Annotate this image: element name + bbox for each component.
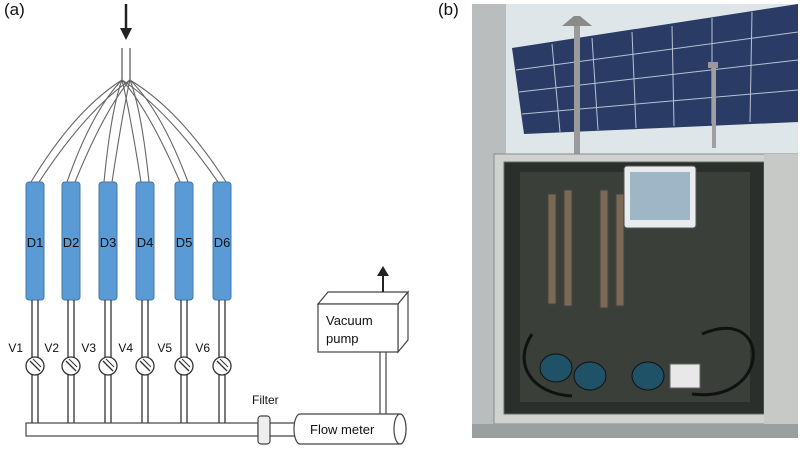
sampler-cabinet: [493, 153, 798, 425]
inlet-arrow-icon: [120, 4, 132, 40]
bottom-manifold-pipe: [25, 422, 259, 437]
flow-meter: [293, 413, 407, 445]
inlet-stack: [562, 16, 718, 156]
pump-riser-tube: [379, 350, 387, 414]
sampler-cabinet-photo: [472, 4, 798, 438]
inlet-tube: [121, 48, 131, 80]
valve-label-3: V3: [81, 341, 96, 355]
valve-3: V3: [81, 300, 118, 423]
solar-panel-array: [512, 4, 798, 134]
flow-meter-label: Flow meter: [310, 422, 375, 437]
valve-2: V2: [44, 300, 81, 423]
valve-label-6: V6: [195, 341, 210, 355]
denuder-6: D6: [212, 181, 232, 301]
denuder-label-4: D4: [137, 235, 154, 250]
valve-label-1: V1: [8, 341, 23, 355]
denuder-group: D1 D2 D3 D4 D5 D6: [25, 181, 232, 301]
valve-label-5: V5: [157, 341, 172, 355]
vacuum-pump-label-2: pump: [326, 331, 359, 346]
denuder-label-6: D6: [214, 235, 231, 250]
denuder-2: D2: [61, 181, 81, 301]
denuder-label-2: D2: [63, 235, 80, 250]
panel-label-b: (b): [438, 0, 459, 19]
denuder-4: D4: [135, 181, 155, 301]
denuder-label-3: D3: [100, 235, 117, 250]
denuder-label-5: D5: [176, 235, 193, 250]
vacuum-pump-label-1: Vacuum: [326, 313, 373, 328]
valve-group: V1 V2 V3 V4 V5 V6: [8, 300, 232, 423]
denuder-1: D1: [25, 181, 45, 301]
valve-6: V6: [195, 300, 232, 423]
panel-label-a: (a): [4, 0, 25, 19]
denuder-3: D3: [98, 181, 118, 301]
valve-label-2: V2: [44, 341, 59, 355]
valve-5: V5: [157, 300, 194, 423]
valve-1: V1: [8, 300, 45, 423]
exhaust-arrow-icon: [377, 266, 389, 292]
filter-label: Filter: [252, 393, 279, 407]
manifold-branches: [30, 79, 227, 183]
valve-label-4: V4: [118, 341, 133, 355]
sampling-system-diagram: D1 D2 D3 D4 D5 D6 V1 V2 V3 V4 V5 V6 Filter Flow me…: [8, 4, 410, 445]
denuder-5: D5: [174, 181, 194, 301]
vacuum-pump: [316, 290, 410, 354]
valve-4: V4: [118, 300, 155, 423]
denuder-label-1: D1: [27, 235, 44, 250]
